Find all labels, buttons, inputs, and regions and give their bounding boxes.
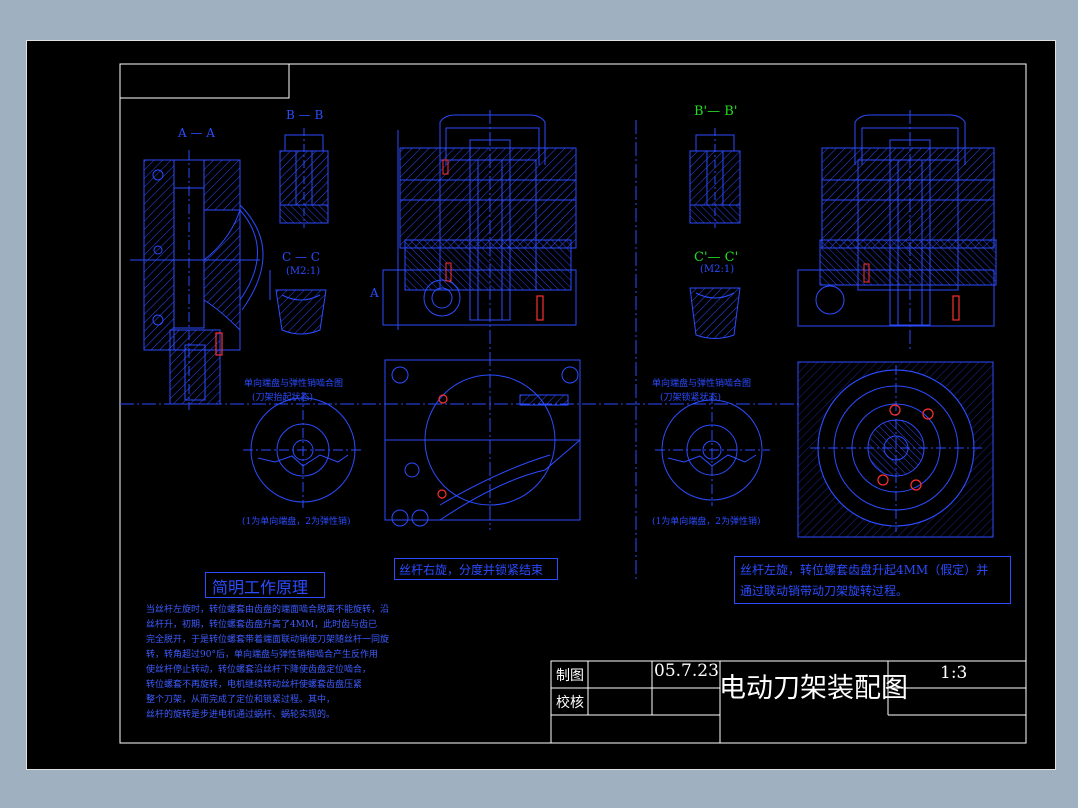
principle-line-6: 转位螺套不再旋转，电机继续转动丝杆使螺套齿盘压紧 — [146, 680, 363, 690]
section-mark-a: A — [370, 286, 379, 300]
title-block-check-label: 校核 — [556, 695, 584, 711]
right-note-line-2: 通过联动销带动刀架旋转过程。 — [740, 584, 909, 598]
main-front-view — [382, 110, 577, 530]
section-label-aa: A — A — [178, 126, 215, 140]
hole-marker-right-plan-1 — [889, 404, 901, 416]
principle-line-8: 丝杆的旋转是步进电机通过蜗杆、蜗轮实现的。 — [146, 710, 336, 720]
hole-marker-plan-2 — [437, 489, 447, 499]
bolt-marker-main-3 — [536, 295, 544, 321]
principle-line-4: 转，转角超过90°后，单向端盘与弹性销相啮合产生反作用 — [146, 650, 378, 660]
section-bb2-drawing — [689, 128, 741, 228]
right-note-box — [734, 556, 1011, 604]
principle-title: 简明工作原理 — [212, 578, 309, 597]
section-label-bb: B — B — [286, 108, 324, 122]
main-plan-view — [384, 359, 581, 527]
right-note-line-1: 丝杆左旋，转位螺套齿盘升起4MM（假定）并 — [740, 563, 989, 577]
section-label-cc: C — C — [282, 250, 320, 264]
left-disk-title: 单向端盘与弹性销啮合图 — [244, 379, 344, 389]
principle-line-1: 当丝杆左旋时，转位螺套由齿盘的端面啮合脱离不能旋转，沿 — [146, 605, 390, 615]
right-disk-diagram — [655, 394, 770, 506]
right-disk-subtitle: (刀架锁紧状态) — [660, 393, 722, 403]
mid-note-text: 丝杆右旋，分度并锁紧结束 — [399, 563, 544, 577]
title-block-date: 05.7.23 — [654, 661, 719, 681]
right-plan-view — [797, 361, 994, 538]
section-label-cc-prime: C'— C' — [694, 250, 739, 265]
principle-line-3: 完全脱开，于是转位螺套带着端面联动销使刀架随丝杆一同旋 — [146, 635, 390, 645]
bolt-marker-aa — [215, 332, 223, 356]
top-left-title-box — [119, 63, 290, 99]
bolt-marker-right-2 — [952, 295, 960, 321]
section-label-bb-prime: B'— B' — [694, 104, 738, 119]
hole-marker-right-plan-3 — [877, 474, 889, 486]
right-disk-note: (1为单向端盘，2为弹性销) — [652, 517, 761, 527]
mid-note-box — [394, 558, 558, 580]
bolt-marker-main-2 — [445, 262, 452, 282]
bolt-marker-right-1 — [863, 263, 870, 283]
hole-marker-right-plan-2 — [922, 408, 934, 420]
bolt-marker-main-1 — [442, 159, 449, 175]
principle-line-2: 丝杆升，初期，转位螺套齿盘升高了4MM，此时齿与齿已 — [146, 620, 378, 630]
principle-title-box — [205, 572, 325, 598]
section-scale-cc: (M2:1) — [286, 266, 321, 277]
left-disk-note: (1为单向端盘，2为弹性销) — [242, 517, 351, 527]
title-block-title: 电动刀架装配图 — [719, 673, 908, 704]
section-cc2-drawing — [689, 287, 741, 339]
hole-marker-right-plan-4 — [910, 479, 922, 491]
principle-line-7: 整个刀架，从而完成了定位和锁紧过程。其中， — [146, 695, 336, 705]
right-front-view — [797, 110, 997, 350]
title-block-lines — [550, 660, 1027, 744]
section-aa-drawing — [130, 150, 264, 410]
title-block-drawn-label: 制图 — [556, 668, 584, 684]
right-disk-title: 单向端盘与弹性销啮合图 — [652, 379, 752, 389]
left-disk-diagram — [243, 392, 363, 508]
section-bb-drawing — [279, 128, 329, 228]
hole-marker-plan-1 — [438, 394, 448, 404]
section-scale-cc-prime: (M2:1) — [700, 264, 735, 275]
left-disk-subtitle: (刀架抬起状态) — [252, 393, 314, 403]
title-block-scale: 1:3 — [940, 663, 968, 683]
principle-line-5: 使丝杆停止转动，转位螺套沿丝杆下降使齿盘定位啮合， — [146, 665, 372, 675]
section-cc-drawing — [269, 270, 327, 335]
